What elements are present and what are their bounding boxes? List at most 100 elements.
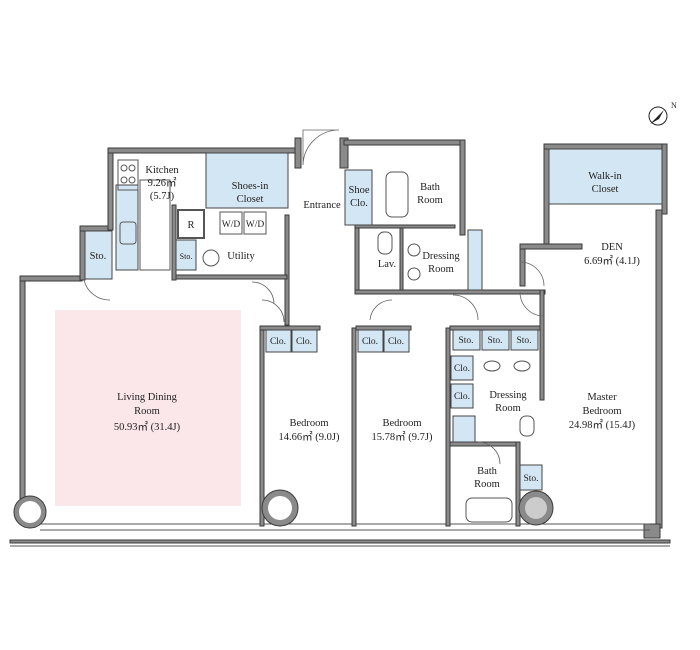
m-sto-a-box <box>452 329 481 351</box>
bedroom1-area: 14.66㎡ (9.0J) <box>279 431 340 443</box>
compass-needle <box>650 110 664 124</box>
entrance-name: Entrance <box>303 200 341 211</box>
stove-burner-3 <box>120 176 128 184</box>
b2-clo-b-label: Clo. <box>388 337 404 347</box>
shoe-closet <box>344 169 373 226</box>
door-bed1 <box>261 299 285 323</box>
m-sto-a-label: Sto. <box>458 336 473 346</box>
door-entrance <box>302 129 340 166</box>
m-clo-a-box <box>450 355 474 381</box>
wall-bathb-top <box>449 441 521 447</box>
lav-toilet <box>377 231 393 255</box>
b1-clo-b-label: Clo. <box>296 337 312 347</box>
b2-clo-a-label: Clo. <box>362 337 378 347</box>
wall-bed1-right <box>351 327 357 527</box>
m-sto-b-box <box>481 329 510 351</box>
door-dressing <box>452 294 479 321</box>
wall-bath-divider <box>354 224 456 229</box>
den-area: 6.69㎡ (4.1J) <box>584 255 640 267</box>
fridge-label: R <box>187 220 194 231</box>
wall-wic-right <box>661 143 668 215</box>
bathtub-bottom <box>465 497 513 523</box>
door-utility <box>251 281 275 305</box>
walk-in-closet <box>548 148 663 205</box>
bath-bottom-line1: Bath <box>477 466 498 477</box>
wd-right-box <box>243 211 267 235</box>
stove-burner-4 <box>128 176 136 184</box>
dressing-top-line1: Dressing <box>422 251 460 262</box>
master-toilet <box>519 415 535 437</box>
wall-bottom <box>9 539 671 544</box>
m-clo-b-label: Clo. <box>454 392 470 402</box>
walk-in-closet-line1: Walk-in <box>588 171 622 182</box>
kitchen-counter <box>115 184 139 271</box>
door-bed2 <box>369 299 393 321</box>
bath-bottom-sto <box>519 464 543 491</box>
living-highlight <box>55 310 241 506</box>
dressing-master-line1: Dressing <box>489 390 527 401</box>
bath-top-line2: Room <box>417 195 443 206</box>
wall-right-pier <box>643 523 661 539</box>
wall-den-ledge <box>519 243 583 250</box>
dressing-top-line2: Room <box>428 264 454 275</box>
shoes-in-closet-line1: Shoes-in <box>232 181 270 192</box>
m-clo-a-label: Clo. <box>454 364 470 374</box>
wall-bed2-top <box>355 325 412 331</box>
compass-label: N <box>671 101 677 110</box>
wall-bed1-left <box>259 327 265 527</box>
kitchen-sink <box>119 221 137 245</box>
stove-burner-2 <box>128 164 136 172</box>
master-closet-small <box>452 415 476 443</box>
wall-wic-top <box>543 143 667 150</box>
living-line1: Living Dining <box>117 392 178 403</box>
utility-sto-label: Sto. <box>180 252 193 261</box>
utility-name: Utility <box>227 251 255 262</box>
door-master <box>519 291 545 317</box>
door-den <box>519 261 545 287</box>
m-clo-b-box <box>450 383 474 409</box>
b1-clo-a-label: Clo. <box>270 337 286 347</box>
wall-lav-left <box>354 224 360 291</box>
walk-in-closet-line2: Closet <box>592 184 619 195</box>
dressing-master-line2: Room <box>495 403 521 414</box>
wall-bed1-top <box>259 325 321 331</box>
master-sink-2 <box>513 360 531 372</box>
wall-corridor-upper <box>284 214 290 326</box>
kitchen-jo: (5.7J) <box>150 191 175 202</box>
bathtub-top <box>385 171 409 218</box>
wall-right <box>655 209 663 529</box>
wall-dressing-divider <box>399 227 404 291</box>
wall-left <box>19 279 26 511</box>
master-area: 24.98㎡ (15.4J) <box>569 419 636 431</box>
sto-left-label: Sto. <box>90 251 107 262</box>
lav-name: Lav. <box>378 259 396 270</box>
dressing-sink-2 <box>407 267 421 281</box>
wall-kitchen-left <box>107 149 114 231</box>
wall-utility-bottom <box>171 274 288 280</box>
wall-entrance-top-r <box>339 137 349 169</box>
shoe-closet-line2: Clo. <box>350 198 368 209</box>
shoe-closet-line1: Shoe <box>349 185 370 196</box>
wd-left-label: W/D <box>222 220 241 230</box>
wall-bath-top <box>343 139 465 146</box>
wall-wic-left <box>543 143 550 245</box>
wall-kitchen-top <box>107 147 299 154</box>
wall-kitchen-divider <box>171 204 177 281</box>
wall-corridor-h <box>354 289 546 295</box>
bedroom2-area: 15.78㎡ (9.7J) <box>372 431 433 443</box>
sto-left-closet <box>84 230 113 280</box>
column-mid-inner <box>268 496 292 520</box>
master-sink-1 <box>483 360 501 372</box>
shoes-in-closet <box>205 152 289 209</box>
door-bathb <box>477 441 501 465</box>
shoes-in-closet-line2: Closet <box>237 194 264 205</box>
living-area: 50.93㎡ (31.4J) <box>114 421 181 433</box>
m-sto-b-label: Sto. <box>487 336 502 346</box>
bedroom1-name: Bedroom <box>289 418 328 429</box>
stove <box>117 159 139 191</box>
dressing-sink-1 <box>407 243 421 257</box>
bedroom2-name: Bedroom <box>382 418 421 429</box>
b2-clo-a-box <box>357 329 384 353</box>
den-name: DEN <box>601 242 623 253</box>
